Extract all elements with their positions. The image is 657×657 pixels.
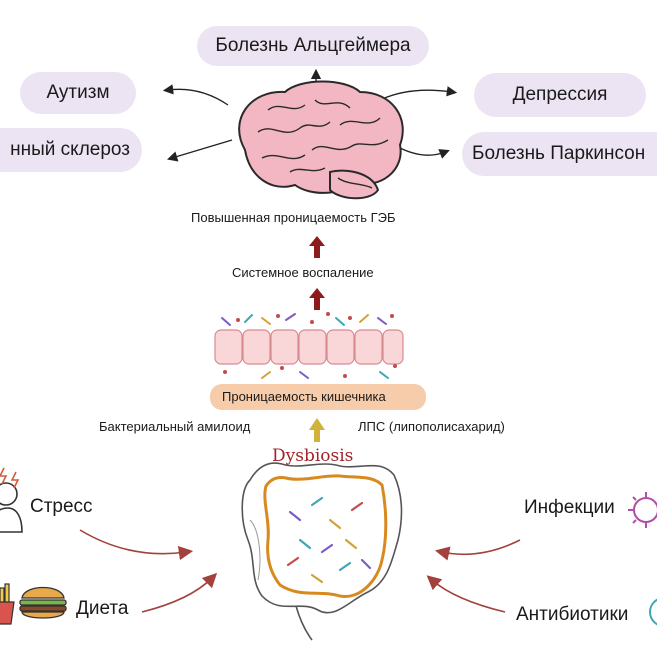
intestinal-epithelium-icon (214, 329, 404, 365)
alzheimer-label: Болезнь Альцгеймера (215, 35, 411, 56)
yellow-up-arrow (309, 418, 325, 442)
arrow-to-parkinson (399, 147, 450, 159)
depression-pill: Депрессия (474, 73, 646, 117)
parkinson-label: Болезнь Паркинсон (472, 143, 646, 164)
arrow-stress (79, 529, 194, 561)
stress-icon (0, 467, 23, 533)
factor-arrows (79, 529, 521, 613)
infections-label: Инфекции (524, 497, 615, 518)
diet-label: Диета (76, 598, 129, 619)
amyloid-label: Бактериальный амилоид (99, 419, 251, 434)
arrow-to-depression (379, 86, 458, 101)
colon-icon (241, 462, 403, 641)
ms-label: нный склероз (10, 139, 130, 160)
autism-label: Аутизм (46, 82, 110, 103)
fries-icon (0, 583, 15, 625)
inflammation-label: Системное воспаление (232, 265, 374, 280)
stress-label: Стресс (30, 496, 93, 517)
burger-icon (19, 586, 67, 619)
epithelium-microbes (221, 313, 389, 379)
antibiotics-label: Антибиотики (516, 604, 629, 625)
arrow-inflammation-to-bbb (309, 236, 325, 258)
arrow-to-ms (167, 139, 233, 162)
dysbiosis-label: Dysbiosis (272, 446, 354, 466)
virus-icon (628, 492, 657, 528)
arrow-antibiotics (426, 575, 506, 613)
gut-permeability-label: Проницаемость кишечника (222, 389, 386, 404)
gut-permeability-bg (210, 384, 426, 410)
arrow-to-autism (162, 84, 229, 106)
depression-label: Депрессия (512, 84, 608, 105)
brain-icon (238, 80, 404, 200)
bbb-label: Повышенная проницаемость ГЭБ (191, 210, 396, 225)
arrow-gut-to-inflammation (309, 288, 325, 310)
parkinson-pill: Болезнь Паркинсон (462, 132, 657, 176)
capsule-icon (649, 598, 657, 626)
ms-pill: нный склероз (0, 128, 142, 172)
epithelium-dots (223, 312, 397, 378)
arrow-infections (434, 539, 521, 561)
arrow-diet (141, 572, 218, 613)
lps-label: ЛПС (липополисахарид) (358, 419, 505, 434)
alzheimer-pill: Болезнь Альцгеймера (197, 26, 429, 66)
colon-microbes (286, 496, 372, 584)
pathway-arrows (309, 236, 325, 310)
autism-pill: Аутизм (20, 72, 136, 114)
